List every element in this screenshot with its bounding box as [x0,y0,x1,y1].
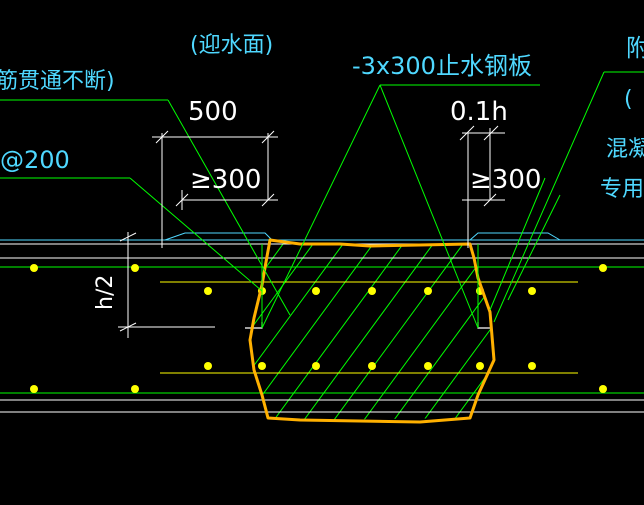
joint-outline [248,238,496,424]
label-water-face: (迎水面) [190,33,273,58]
rebar-dot [528,362,536,370]
label-special: 专用 [600,177,644,202]
label-dim-gte300-right: ≥300 [470,165,541,195]
label-spacing: @200 [0,146,70,174]
rebar-dot [131,264,139,272]
label-dim-500: 500 [188,97,238,127]
rebar-dot [204,287,212,295]
rebar-dot [368,362,376,370]
rebar-dot [258,362,266,370]
leader-lines [0,71,644,329]
label-concrete: 混凝 [606,137,644,162]
dimension-500 [152,130,278,248]
label-dim-gte300-left: ≥300 [190,165,261,195]
rebar-dot [204,362,212,370]
rebar-dot [30,264,38,272]
rebar-dot [312,362,320,370]
rebar-dot [528,287,536,295]
dimension-h-half [118,232,215,338]
label-right-paren: ( [624,87,633,112]
rebar-dot [368,287,376,295]
label-right-top: 附 [626,34,644,62]
label-steel-plate: -3x300止水钢板 [352,52,532,80]
rebar-dot [312,287,320,295]
rebar-dot [424,287,432,295]
slab-lines [0,239,644,413]
text-labels: (迎水面) 筋贯通不断) @200 -3x300止水钢板 500 ≥300 0.… [0,33,644,310]
dimension-01h [459,125,505,248]
slab-edge-marks [164,232,561,241]
label-rebar-continuous: 筋贯通不断) [0,69,115,94]
label-h-half: h/2 [93,275,118,310]
rebar-dot [131,385,139,393]
rebar-dot [599,385,607,393]
rebar-dot [424,362,432,370]
rebar-dot [599,264,607,272]
rebar-dot [30,385,38,393]
label-dim-01h: 0.1h [450,97,508,127]
hatch-pattern [250,240,494,420]
rebar-dot [476,362,484,370]
